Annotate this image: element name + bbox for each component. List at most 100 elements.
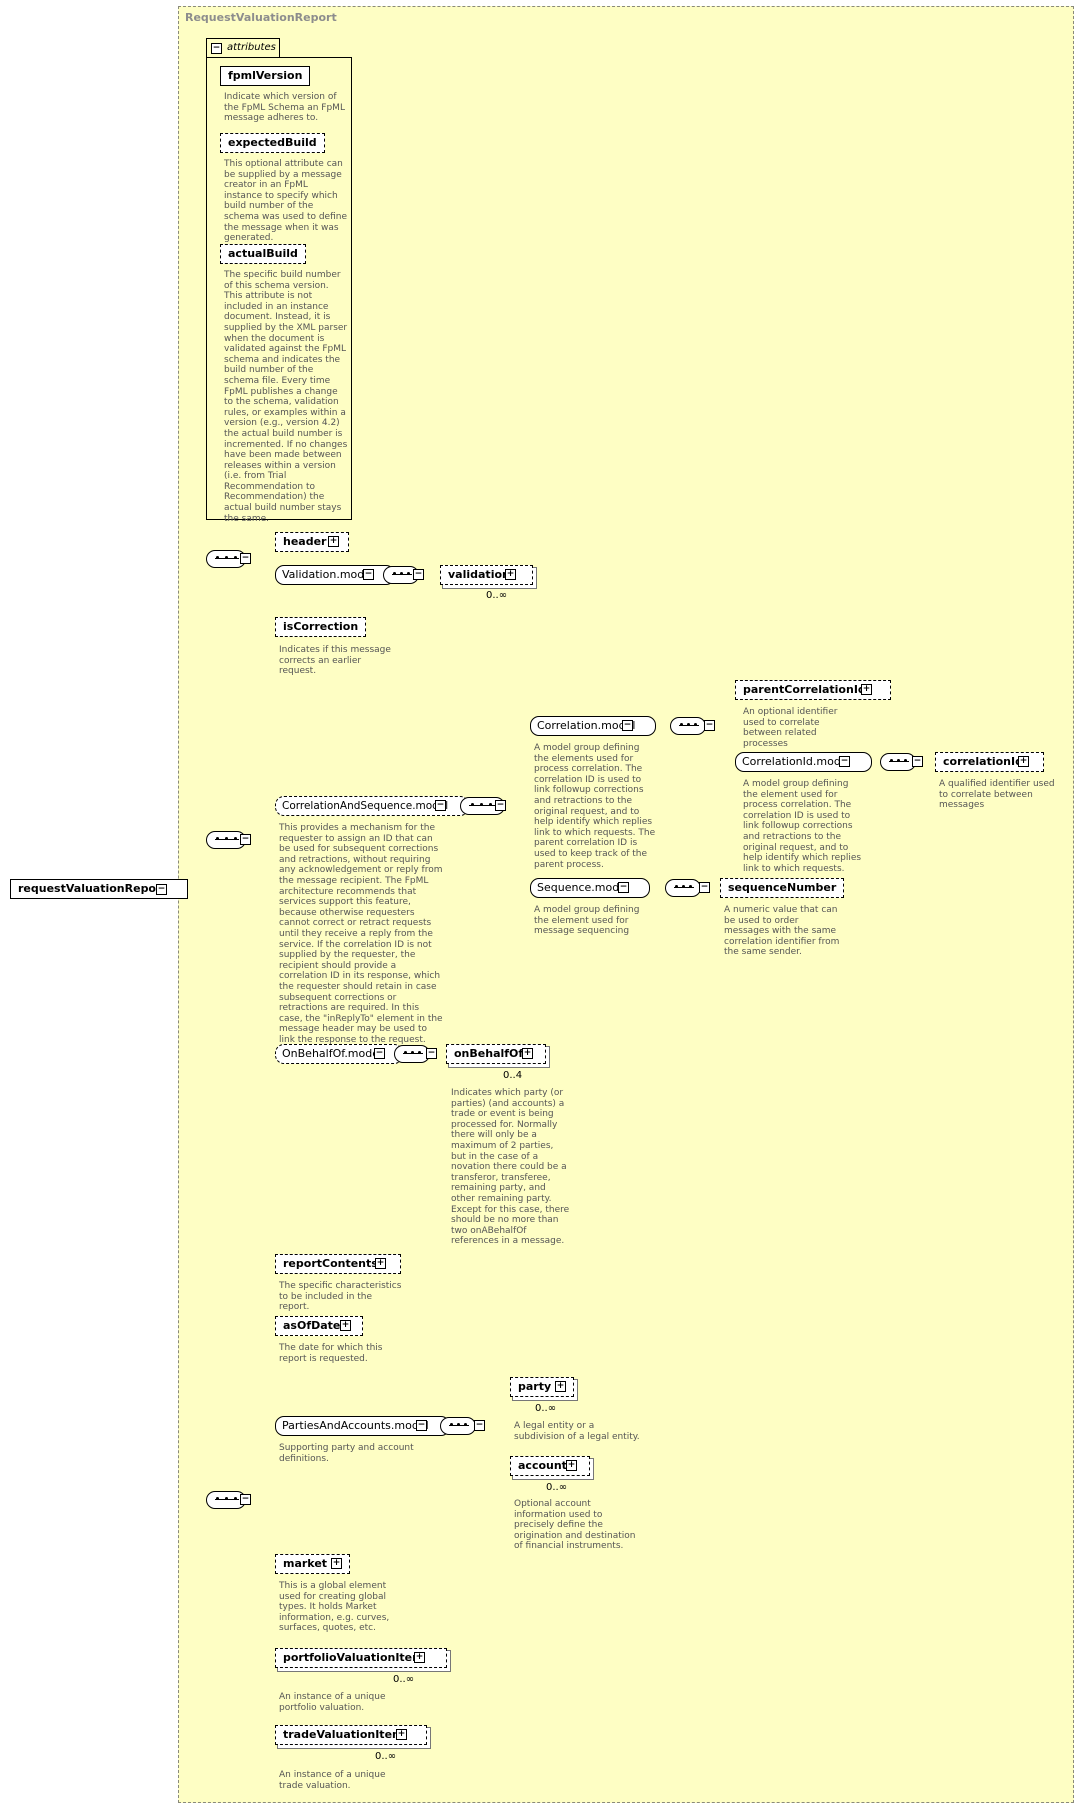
- root-element[interactable]: requestValuationReport: [10, 879, 188, 899]
- cas-model-desc: This provides a mechanism for the reques…: [279, 823, 443, 1045]
- correlation-model-collapse-icon[interactable]: −: [622, 720, 633, 731]
- correlationId-element[interactable]: correlationId: [935, 752, 1044, 772]
- tradeValuationItem-cardinality: 0..∞: [375, 1751, 397, 1762]
- attr-fpmlVersion-desc: Indicate which version of the FpML Schem…: [224, 92, 345, 124]
- sequenceNumber-label: sequenceNumber: [728, 881, 837, 894]
- sequence-3-collapse-icon[interactable]: −: [240, 1494, 251, 1505]
- onBehalfOf-model-label: OnBehalfOf.model: [282, 1047, 383, 1060]
- sequenceNumber-desc: A numeric value that can be used to orde…: [724, 905, 840, 958]
- correlationId-model-desc: A model group defining the element used …: [743, 779, 862, 874]
- cas-model-collapse-icon[interactable]: −: [435, 800, 446, 811]
- pa-sequence-collapse-icon[interactable]: −: [474, 1420, 485, 1431]
- attributes-tab-label: attributes: [227, 42, 276, 53]
- attr-expectedBuild[interactable]: expectedBuild: [220, 133, 325, 153]
- collapse-icon[interactable]: −: [211, 43, 222, 54]
- correlationId-label: correlationId: [943, 755, 1023, 768]
- correlationId-model-label: CorrelationId.model: [742, 755, 851, 768]
- validation-label: validation: [448, 568, 510, 581]
- onBehalfOf-expand-icon[interactable]: +: [522, 1048, 533, 1059]
- correlationId-model-group[interactable]: CorrelationId.model: [735, 752, 872, 772]
- onBehalfOf-sequence-collapse-icon[interactable]: −: [426, 1048, 437, 1059]
- header-label: header: [283, 535, 327, 548]
- correlationId-sequence-collapse-icon[interactable]: −: [912, 756, 923, 767]
- reportContents-label: reportContents: [283, 1257, 378, 1270]
- pa-model-label: PartiesAndAccounts.model: [282, 1419, 429, 1432]
- tradeValuationItem-label: tradeValuationItem: [283, 1728, 404, 1741]
- parentCorrelationId-label: parentCorrelationId: [743, 683, 866, 696]
- portfolioValuationItem-element[interactable]: portfolioValuationItem: [275, 1648, 447, 1668]
- sequence-model-desc: A model group defining the element used …: [534, 905, 640, 937]
- cas-sequence-collapse-icon[interactable]: −: [495, 800, 506, 811]
- onBehalfOf-element[interactable]: onBehalfOf: [446, 1044, 547, 1064]
- sequence-model-group[interactable]: Sequence.model: [530, 878, 651, 898]
- isCorrection-desc: Indicates if this message corrects an ea…: [279, 645, 391, 677]
- tradeValuationItem-element[interactable]: tradeValuationItem: [275, 1725, 427, 1745]
- sequenceNumber-element[interactable]: sequenceNumber: [720, 878, 845, 898]
- cas-model-label: CorrelationAndSequence.model: [282, 800, 449, 812]
- correlation-sequence-collapse-icon[interactable]: −: [704, 720, 715, 731]
- header-expand-icon[interactable]: +: [328, 536, 339, 547]
- market-desc: This is a global element used for creati…: [279, 1581, 390, 1634]
- pa-model-desc: Supporting party and account definitions…: [279, 1443, 414, 1464]
- asOfDate-expand-icon[interactable]: +: [340, 1320, 351, 1331]
- validation-sequence-compositor: [383, 566, 419, 584]
- validation-expand-icon[interactable]: +: [505, 569, 516, 580]
- correlation-model-group[interactable]: Correlation.model: [530, 716, 657, 736]
- onBehalfOf-model-group[interactable]: OnBehalfOf.model: [275, 1044, 404, 1064]
- portfolioValuationItem-cardinality: 0..∞: [393, 1674, 415, 1685]
- portfolioValuationItem-desc: An instance of a unique portfolio valuat…: [279, 1692, 386, 1713]
- attr-fpmlVersion[interactable]: fpmlVersion: [220, 66, 311, 86]
- attributes-tab[interactable]: − attributes: [206, 38, 280, 57]
- validation-sequence-collapse-icon[interactable]: −: [413, 569, 424, 580]
- root-element-label: requestValuationReport: [18, 882, 167, 895]
- sequence-number-collapse-icon[interactable]: −: [699, 882, 710, 893]
- pa-sequence-compositor: [440, 1417, 476, 1435]
- reportContents-expand-icon[interactable]: +: [375, 1258, 386, 1269]
- attr-actualBuild-desc: The specific build number of this schema…: [224, 270, 348, 524]
- account-expand-icon[interactable]: +: [566, 1460, 577, 1471]
- parentCorrelationId-expand-icon[interactable]: +: [861, 684, 872, 695]
- party-expand-icon[interactable]: +: [555, 1381, 566, 1392]
- market-label: market: [283, 1557, 328, 1570]
- correlation-model-label: Correlation.model: [537, 719, 636, 732]
- cas-sequence-compositor: [460, 797, 505, 815]
- sequence-2-collapse-icon[interactable]: −: [240, 834, 251, 845]
- parentCorrelationId-element[interactable]: parentCorrelationId: [735, 680, 891, 700]
- market-expand-icon[interactable]: +: [331, 1558, 342, 1569]
- correlationId-model-collapse-icon[interactable]: −: [839, 756, 850, 767]
- reportContents-desc: The specific characteristics to be inclu…: [279, 1281, 402, 1313]
- party-desc: A legal entity or a subdivision of a leg…: [514, 1421, 640, 1442]
- onBehalfOf-cardinality: 0..4: [503, 1070, 523, 1081]
- pa-model-collapse-icon[interactable]: −: [416, 1420, 427, 1431]
- market-element[interactable]: market: [275, 1554, 351, 1574]
- correlation-and-sequence-model-group[interactable]: CorrelationAndSequence.model: [275, 796, 470, 816]
- correlationId-expand-icon[interactable]: +: [1018, 756, 1029, 767]
- validation-model-label: Validation.model: [282, 568, 375, 581]
- portfolioValuationItem-expand-icon[interactable]: +: [414, 1652, 425, 1663]
- asOfDate-desc: The date for which this report is reques…: [279, 1343, 383, 1364]
- validation-element[interactable]: validation: [440, 565, 533, 585]
- attr-actualBuild[interactable]: actualBuild: [220, 244, 306, 264]
- validation-model-group[interactable]: Validation.model: [275, 565, 396, 585]
- validation-cardinality: 0..∞: [486, 590, 508, 601]
- account-element[interactable]: account: [510, 1456, 590, 1476]
- complex-type-panel: [178, 6, 1074, 1803]
- reportContents-element[interactable]: reportContents: [275, 1254, 401, 1274]
- onBehalfOf-model-collapse-icon[interactable]: −: [374, 1048, 385, 1059]
- parties-and-accounts-model-group[interactable]: PartiesAndAccounts.model: [275, 1416, 450, 1436]
- isCorrection-element[interactable]: isCorrection: [275, 617, 367, 637]
- panel-title: RequestValuationReport: [185, 11, 337, 24]
- party-cardinality: 0..∞: [535, 1403, 557, 1414]
- sequence-model-collapse-icon[interactable]: −: [618, 882, 629, 893]
- root-collapse-icon[interactable]: −: [156, 884, 167, 895]
- onBehalfOf-desc: Indicates which party (or parties) (and …: [451, 1088, 570, 1247]
- isCorrection-label: isCorrection: [283, 620, 359, 633]
- sequence-1-collapse-icon[interactable]: −: [240, 553, 251, 564]
- parentCorrelationId-desc: An optional identifier used to correlate…: [743, 707, 838, 749]
- account-desc: Optional account information used to pre…: [514, 1499, 636, 1552]
- asOfDate-label: asOfDate: [283, 1319, 341, 1332]
- correlation-sequence-compositor: [670, 717, 706, 735]
- validation-model-collapse-icon[interactable]: −: [363, 569, 374, 580]
- tradeValuationItem-expand-icon[interactable]: +: [396, 1729, 407, 1740]
